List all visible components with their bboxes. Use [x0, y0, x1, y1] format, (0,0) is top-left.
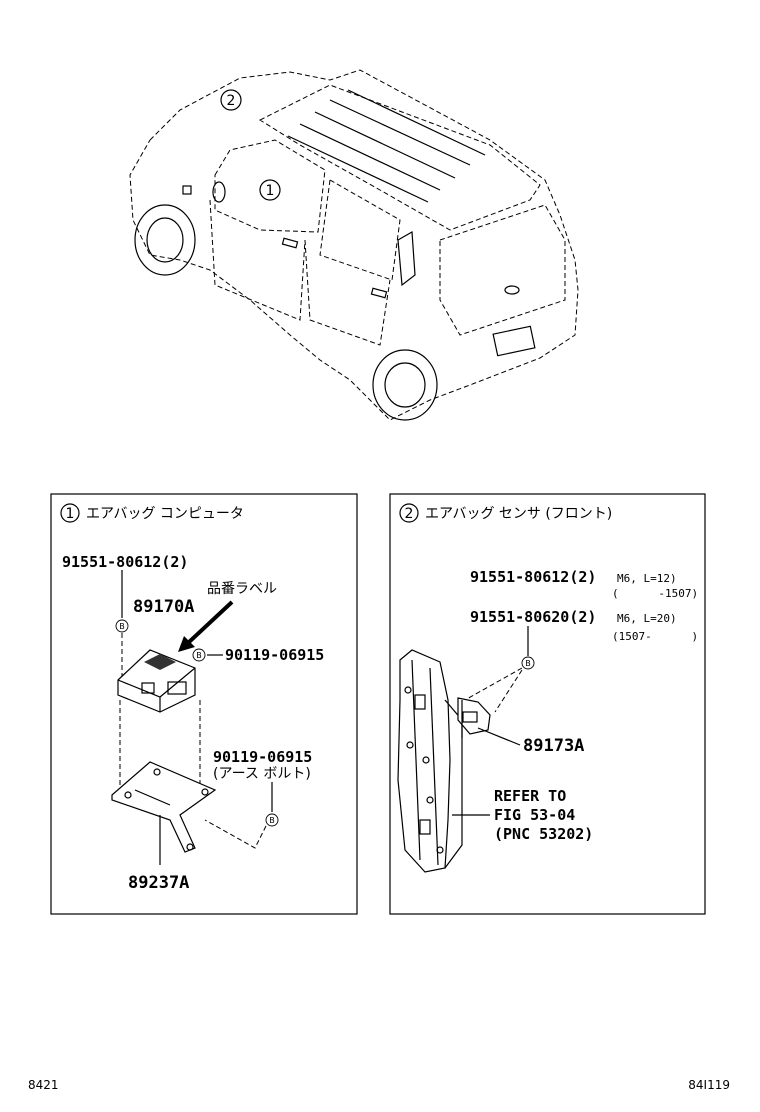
- part-ground-bolt-1: 90119-06915: [225, 646, 324, 664]
- refer-line-3: (PNC 53202): [494, 825, 593, 843]
- callout-b-left-3-label: B: [269, 816, 275, 825]
- part-airbag-computer: 89170A: [133, 597, 194, 617]
- callout-b-right-1-label: B: [525, 659, 531, 668]
- part-ground-bolt-2-note: (アース ボルト): [213, 766, 311, 782]
- callout-b-right-1: [521, 656, 535, 670]
- panel-left-number-circle: [60, 503, 80, 523]
- callout-b-left-3: [265, 813, 279, 827]
- part-bolt-91551-80612: 91551-80612(2): [62, 553, 188, 571]
- panel-airbag-computer: 1 エアバッグ コンピュータ 91551-80612(2) B 89170A 品…: [50, 493, 358, 915]
- part-bolt-b-spec: M6, L=20): [617, 612, 677, 625]
- callout-b-left-2-label: B: [196, 651, 202, 660]
- vehicle-callout-1-label: 1: [266, 183, 275, 199]
- footer-right-code: 84I119: [688, 1078, 730, 1092]
- panel-right-number: 2: [405, 506, 414, 522]
- callout-b-left-1: [115, 619, 129, 633]
- part-label-note: 品番ラベル: [207, 581, 277, 597]
- part-bolt-a-spec: M6, L=12): [617, 572, 677, 585]
- bracket-drawing: [111, 761, 217, 853]
- callout-b-left-1-label: B: [119, 622, 125, 631]
- refer-line-2: FIG 53-04: [494, 806, 575, 824]
- part-bolt-91551-80612-right: 91551-80612(2): [470, 568, 596, 586]
- panel-right-frame: [389, 493, 706, 915]
- panel-right-number-circle: [399, 503, 419, 523]
- part-front-sensor: 89173A: [523, 736, 584, 756]
- panel-airbag-sensor-front: 2 エアバッグ センサ (フロント) 91551-80612(2) M6, L=…: [389, 493, 706, 915]
- panel-left-number: 1: [66, 506, 75, 522]
- vehicle-callout-2: [220, 89, 242, 111]
- vehicle-callout-2-label: 2: [227, 93, 236, 109]
- part-ground-bolt-2: 90119-06915: [213, 748, 312, 766]
- callout-b-left-2: [192, 648, 206, 662]
- pillar-drawing: [397, 649, 463, 873]
- vehicle-callout-1: [259, 179, 281, 201]
- refer-line-1: REFER TO: [494, 787, 566, 805]
- part-bolt-b-range: (1507- ): [612, 630, 698, 643]
- part-bracket: 89237A: [128, 873, 189, 893]
- panel-right-title: エアバッグ センサ (フロント): [425, 506, 612, 522]
- part-bolt-a-range: ( -1507): [612, 587, 698, 600]
- part-bolt-91551-80620: 91551-80620(2): [470, 608, 596, 626]
- vehicle-illustration: 2 1: [129, 69, 579, 421]
- front-sensor-drawing: [457, 697, 491, 738]
- footer-left-code: 8421: [28, 1078, 59, 1092]
- panel-left-frame: [50, 493, 358, 915]
- panel-left-title: エアバッグ コンピュータ: [86, 506, 244, 522]
- airbag-computer-drawing: [117, 649, 196, 713]
